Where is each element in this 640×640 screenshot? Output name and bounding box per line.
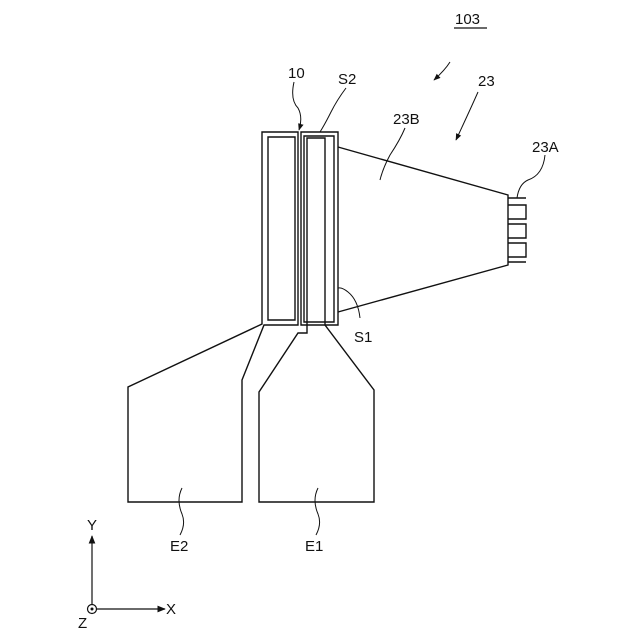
label-23: 23 — [478, 73, 495, 90]
label-103: 103 — [455, 11, 480, 28]
antenna-body-23b — [338, 147, 508, 312]
terminal-23a — [508, 198, 526, 262]
coordinate-axes: Y X Z — [78, 517, 176, 632]
electrode-e2-inner-outline — [268, 137, 295, 320]
label-23b: 23B — [393, 111, 420, 128]
leader-s1 — [338, 288, 360, 318]
leader-23a — [517, 155, 545, 198]
leader-23b — [380, 128, 405, 180]
leader-10-arrow — [293, 82, 301, 130]
electrode-e2-outline — [128, 132, 298, 502]
label-e2: E2 — [170, 538, 188, 555]
label-s1: S1 — [354, 329, 372, 346]
label-e1: E1 — [305, 538, 323, 555]
leader-e2 — [179, 488, 184, 535]
label-10: 10 — [288, 65, 305, 82]
axis-label-y: Y — [87, 517, 97, 534]
leader-23-arrow — [456, 92, 478, 140]
label-s2: S2 — [338, 71, 356, 88]
leader-e1 — [315, 488, 320, 535]
axis-label-x: X — [166, 601, 176, 618]
label-23a: 23A — [532, 139, 559, 156]
axis-label-z: Z — [78, 615, 87, 632]
leader-s2 — [320, 88, 346, 132]
leader-103-arrow — [434, 62, 450, 80]
z-axis-dot — [91, 608, 94, 611]
slit-s2-inner-outline — [304, 136, 334, 322]
